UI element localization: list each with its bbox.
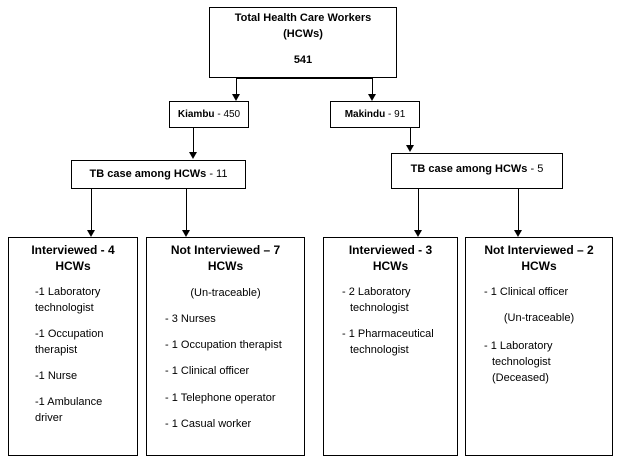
leaf3-title-line1: Interviewed - 3 [348, 243, 433, 257]
makindu-name: Makindu [344, 109, 386, 120]
leaf-kiambu-not-interviewed: Not Interviewed – 7 HCWs (Un-traceable) … [146, 237, 305, 456]
connector-to-makindu [372, 78, 373, 95]
connector-to-kiambu [236, 78, 237, 95]
makindu-box: Makindu - 91 [330, 101, 420, 128]
leaf3-item: technologist [350, 302, 409, 314]
makindu-sep: - [385, 109, 395, 120]
arrow-to-leaf1 [87, 230, 95, 237]
connector-left-tb-to-leaf1 [91, 189, 92, 231]
connector-right-tb-to-leaf3 [418, 189, 419, 231]
leaf2-title-line2: HCWs [207, 259, 244, 273]
makindu-tb-count: 5 [537, 163, 544, 175]
leaf-makindu-not-interviewed: Not Interviewed – 2 HCWs - 1 Clinical of… [465, 237, 613, 456]
kiambu-tb-text: TB case among HCWs [89, 168, 207, 180]
leaf2-title-line1: Not Interviewed – 7 [170, 243, 281, 257]
leaf1-title-line1: Interviewed - 4 [31, 243, 115, 257]
total-title-line2: (HCWs) [283, 28, 323, 40]
leaf1-item: driver [35, 412, 63, 424]
connector-right-tb-to-leaf4 [518, 189, 519, 231]
kiambu-tb-count: 11 [216, 168, 228, 180]
leaf3-item: - 1 Pharmaceutical [342, 328, 434, 340]
leaf1-item: -1 Laboratory [35, 286, 101, 298]
arrow-to-leaf4 [514, 230, 522, 237]
kiambu-tb-box: TB case among HCWs - 11 [71, 160, 246, 189]
leaf1-item: -1 Nurse [35, 370, 78, 382]
kiambu-count: 450 [223, 109, 241, 120]
arrow-to-leaf2 [182, 230, 190, 237]
arrow-kiambu-to-tb [189, 152, 197, 159]
total-count: 541 [293, 54, 313, 66]
connector-left-tb-to-leaf2 [186, 189, 187, 231]
leaf-kiambu-interviewed: Interviewed - 4 HCWs -1 Laboratory techn… [8, 237, 138, 456]
leaf4-item: technologist [492, 356, 551, 368]
total-hcws-box: Total Health Care Workers (HCWs) 541 [209, 7, 397, 78]
leaf2-item: - 1 Casual worker [165, 418, 252, 430]
kiambu-tb-sep: - [206, 168, 217, 180]
leaf2-item: - 3 Nurses [165, 313, 216, 325]
leaf4-item: (Deceased) [492, 372, 549, 384]
makindu-tb-sep: - [527, 163, 538, 175]
makindu-tb-label: TB case among HCWs - 5 [392, 163, 562, 175]
leaf2-item: - 1 Telephone operator [165, 392, 276, 404]
leaf3-title-line2: HCWs [372, 259, 409, 273]
connector-kiambu-to-tb [193, 128, 194, 153]
leaf2-item: - 1 Clinical officer [165, 365, 250, 377]
top-branch-line [236, 78, 372, 79]
leaf4-item: - 1 Clinical officer [484, 286, 569, 298]
arrow-makindu-to-tb [406, 145, 414, 152]
leaf3-item: - 2 Laboratory [342, 286, 411, 298]
arrow-to-makindu [368, 94, 376, 101]
makindu-count: 91 [394, 109, 406, 120]
makindu-label: Makindu - 91 [331, 109, 419, 120]
leaf4-item: - 1 Laboratory [484, 340, 553, 352]
leaf1-item: therapist [35, 344, 78, 356]
connector-makindu-to-tb [410, 128, 411, 146]
leaf1-item: -1 Occupation [35, 328, 104, 340]
leaf-makindu-interviewed: Interviewed - 3 HCWs - 2 Laboratory tech… [323, 237, 458, 456]
leaf4-title-line2: HCWs [521, 259, 557, 273]
kiambu-tb-label: TB case among HCWs - 11 [72, 168, 245, 180]
kiambu-box: Kiambu - 450 [169, 101, 249, 128]
arrow-to-kiambu [232, 94, 240, 101]
kiambu-name: Kiambu [177, 109, 215, 120]
total-title-line1: Total Health Care Workers [234, 12, 372, 24]
leaf2-note: (Un-traceable) [190, 287, 261, 299]
makindu-tb-text: TB case among HCWs [410, 163, 528, 175]
leaf1-item: -1 Ambulance [35, 396, 103, 408]
leaf4-title-line1: Not Interviewed – 2 [484, 243, 594, 257]
leaf1-title-line2: HCWs [55, 259, 91, 273]
leaf4-note: (Un-traceable) [503, 312, 575, 324]
kiambu-label: Kiambu - 450 [170, 109, 248, 120]
leaf3-item: technologist [350, 344, 409, 356]
makindu-tb-box: TB case among HCWs - 5 [391, 153, 563, 189]
arrow-to-leaf3 [414, 230, 422, 237]
leaf1-item: technologist [35, 302, 94, 314]
kiambu-sep: - [214, 109, 224, 120]
leaf2-item: - 1 Occupation therapist [165, 339, 282, 351]
